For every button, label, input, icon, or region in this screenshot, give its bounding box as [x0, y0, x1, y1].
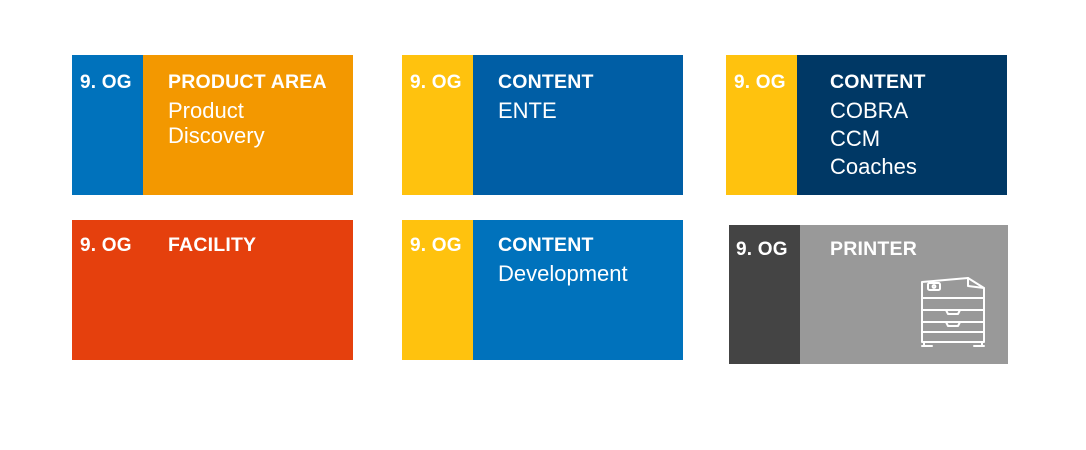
printer-icon — [921, 277, 985, 347]
sign-line: Discovery — [168, 123, 265, 148]
sign-main: CONTENT ENTE — [473, 55, 683, 195]
sign-heading: CONTENT — [498, 71, 594, 93]
sign-heading: CONTENT — [498, 234, 594, 256]
sign-line: Development — [498, 261, 628, 286]
sign-line: COBRA — [830, 98, 909, 123]
sign-line: Coaches — [830, 154, 917, 179]
sign-main: FACILITY — [143, 220, 353, 360]
sign-line: ENTE — [498, 98, 557, 123]
sign-facility: 9. OG FACILITY — [72, 220, 353, 360]
floor-label: 9. OG — [729, 225, 800, 364]
sign-heading: PRODUCT AREA — [168, 71, 327, 93]
floor-label: 9. OG — [72, 55, 143, 195]
floor-label: 9. OG — [402, 55, 473, 195]
floor-label: 9. OG — [726, 55, 797, 195]
floor-label: 9. OG — [72, 220, 143, 360]
floor-label: 9. OG — [402, 220, 473, 360]
sign-heading: PRINTER — [830, 238, 917, 260]
sign-main: CONTENT COBRA CCM Coaches — [797, 55, 1007, 195]
sign-main: PRINTER — [800, 225, 1008, 364]
sign-product-area: 9. OG PRODUCT AREA Product Discovery — [72, 55, 353, 195]
sign-line: Product — [168, 98, 244, 123]
sign-content-cobra: 9. OG CONTENT COBRA CCM Coaches — [726, 55, 1007, 195]
sign-main: CONTENT Development — [473, 220, 683, 360]
sign-printer: 9. OG PRINTER — [729, 225, 1008, 364]
sign-main: PRODUCT AREA Product Discovery — [143, 55, 353, 195]
sign-content-development: 9. OG CONTENT Development — [402, 220, 683, 360]
sign-heading: FACILITY — [168, 234, 257, 256]
sign-content-ente: 9. OG CONTENT ENTE — [402, 55, 683, 195]
sign-line: CCM — [830, 126, 881, 151]
sign-heading: CONTENT — [830, 71, 926, 93]
